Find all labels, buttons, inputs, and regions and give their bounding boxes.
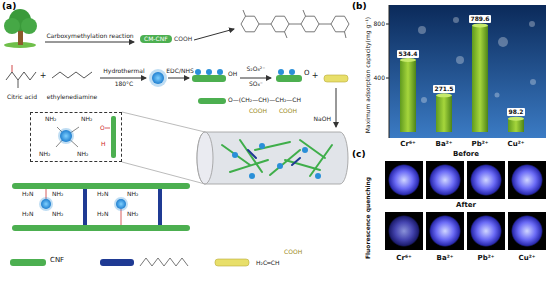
carbon-dot (289, 69, 295, 75)
citric-acid-structure (6, 72, 36, 80)
amine-label: NH₂ (52, 211, 63, 217)
amine-label: H₂N (22, 211, 33, 217)
cnf-rod-node: CM-CNFCOOH (140, 35, 172, 43)
tick-label: 400 (374, 75, 385, 81)
reaction-label: EDC/NHS (166, 68, 193, 74)
network-illustration (12, 183, 190, 231)
node-text: H (101, 141, 106, 147)
node-text: NH₂ (77, 151, 88, 157)
value-label: 271.5 (433, 85, 456, 93)
zoom-inset-box: NH₂ NH₂ NH₂ NH₂ O H (30, 112, 122, 162)
amine-label: H₂N (97, 191, 108, 197)
fluorescence-photos (385, 161, 546, 250)
axis-title: Maximum adsorption capacity(mg g⁻¹) (365, 17, 371, 133)
value-label: 789.6 (469, 15, 492, 23)
citric-acid-structure (18, 80, 19, 88)
zoom-line (122, 112, 205, 132)
polymer-formula: O—(CH₂—CH)—CH₂—CH (228, 97, 301, 103)
panel-letter: (c) (352, 150, 366, 159)
value-label: 534.4 (397, 50, 420, 58)
cnf-rod (276, 75, 302, 82)
category-label: Pb²⁺ (478, 255, 495, 262)
amine-label: NH₂ (127, 191, 138, 197)
amine-label: H₂N (97, 211, 108, 217)
reaction-label: S₂O₈²⁻ (247, 66, 266, 72)
inset-illustration (56, 116, 116, 158)
group-label: COOH (249, 108, 267, 114)
node-text: COOH (174, 36, 192, 42)
tree-icon (4, 9, 37, 48)
amine-label: NH₂ (127, 211, 138, 217)
carbon-dot (217, 69, 223, 75)
group-label: O (304, 70, 310, 77)
reaction-arrow (194, 29, 234, 40)
panel-letter: (a) (2, 2, 16, 11)
carbon-dot (278, 69, 284, 75)
tick-label: 800 (374, 21, 385, 27)
group-label: COOH (279, 108, 297, 114)
value-label: 98.2 (507, 108, 526, 116)
cnf-rod (192, 75, 226, 82)
legend-label: CNF (50, 257, 64, 264)
formula-label: COOH (284, 249, 302, 255)
row-label: Before (453, 151, 479, 158)
panel-letter: (b) (352, 2, 367, 11)
reaction-arrow (336, 88, 337, 127)
mba-structure (140, 258, 188, 266)
reaction-arrow (240, 78, 271, 79)
carbon-dot (149, 69, 167, 87)
reaction-label: Carboxymethylation reaction (46, 33, 133, 39)
group-label: OH (228, 71, 237, 77)
node-text: NH₂ (39, 151, 50, 157)
formula-label: H₂C═CH (256, 260, 279, 266)
legend-cnf-rod (10, 259, 46, 266)
plus-sign: + (312, 72, 319, 80)
node-text: NH₂ (45, 116, 56, 122)
node-text: NH₂ (81, 116, 92, 122)
compound-name: Citric acid (7, 94, 37, 100)
compound-name: ethylenediamine (47, 94, 97, 100)
node-text: O (100, 125, 105, 131)
hydrogel-cylinder (197, 132, 348, 184)
plus-sign: + (40, 72, 47, 80)
category-label: Cu²⁺ (519, 255, 536, 262)
amine-label: H₂N (22, 191, 33, 197)
reaction-arrow (45, 42, 134, 43)
category-label: Cr⁶⁺ (396, 255, 411, 262)
bar-chart (386, 5, 546, 138)
reaction-label: SO₄⁻ (249, 81, 263, 87)
row-label: After (456, 202, 476, 209)
reaction-label: Hydrothermal (103, 68, 144, 74)
carbon-dot (206, 69, 212, 75)
reaction-arrow (168, 78, 189, 79)
ethylenediamine-structure (52, 72, 92, 78)
carbon-dot (195, 69, 201, 75)
category-label: Cu²⁺ (508, 141, 525, 148)
cellulose-structure (241, 10, 349, 38)
category-label: Pb²⁺ (472, 141, 489, 148)
carbon-dot (152, 72, 164, 84)
acrylic-acid-rod (324, 75, 348, 82)
reaction-arrow (100, 78, 146, 79)
category-label: Ba²⁺ (437, 255, 454, 262)
node-text: CM-CNF (144, 36, 168, 42)
zoom-line (122, 162, 205, 184)
category-label: Cr⁶⁺ (400, 141, 415, 148)
legend-acrylic-rod (215, 259, 249, 266)
axis-title: Fluorescence quenching (365, 177, 371, 259)
category-label: Ba²⁺ (436, 141, 453, 148)
cnf-rod (198, 98, 226, 104)
citric-acid-structure (12, 65, 13, 72)
amine-label: NH₂ (52, 191, 63, 197)
reaction-label: 180°C (115, 81, 134, 87)
reaction-label: NaOH (314, 116, 331, 122)
legend-mba-rod (100, 259, 134, 266)
